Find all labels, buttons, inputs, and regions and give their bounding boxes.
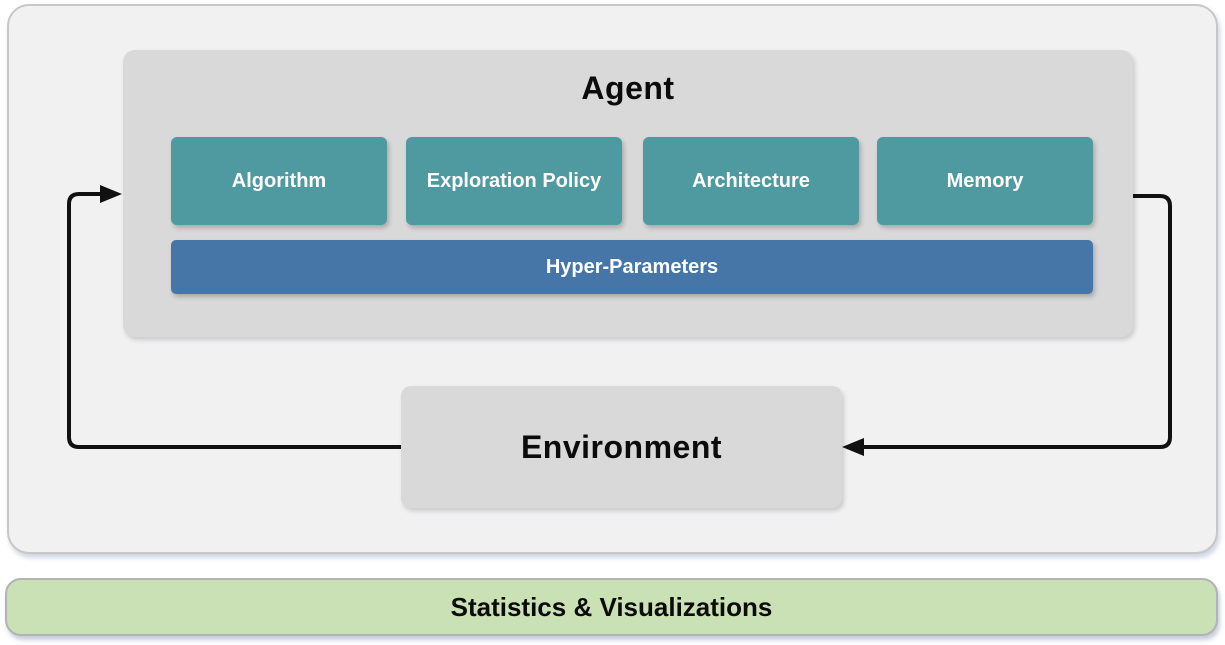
environment-box: Environment xyxy=(401,386,842,508)
component-exploration-policy: Exploration Policy xyxy=(406,137,622,225)
component-memory: Memory xyxy=(877,137,1093,225)
hyper-parameters-bar: Hyper-Parameters xyxy=(171,240,1093,294)
component-algorithm: Algorithm xyxy=(171,137,387,225)
agent-title: Agent xyxy=(581,70,675,106)
component-architecture: Architecture xyxy=(643,137,859,225)
statistics-visualizations-bar: Statistics & Visualizations xyxy=(5,578,1218,636)
